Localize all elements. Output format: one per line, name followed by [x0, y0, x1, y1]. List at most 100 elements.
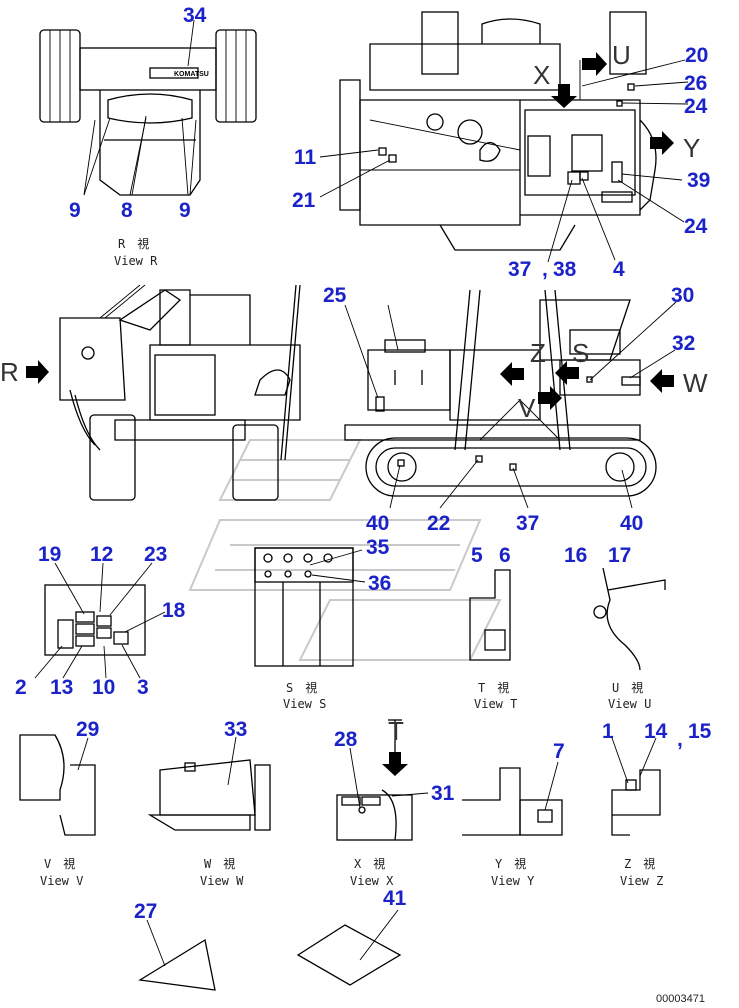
callout-24b: 24 — [684, 215, 708, 238]
caption-view-v: V 視 View V — [40, 856, 83, 888]
callout-40b: 40 — [620, 512, 643, 535]
callout-19: 19 — [38, 543, 61, 566]
callout-31: 31 — [431, 782, 455, 805]
label-41-drawing — [296, 924, 402, 986]
callout-13: 13 — [50, 676, 73, 699]
label-27-drawing — [138, 938, 216, 991]
caption-view-z-roman: View Z — [620, 874, 663, 888]
callout-17: 17 — [608, 544, 631, 567]
callout-11: 11 — [294, 146, 317, 169]
caption-view-u: U 視 View U — [608, 680, 651, 711]
callout-39: 39 — [687, 169, 710, 192]
callout-33: 33 — [224, 718, 247, 741]
callout-15: 15 — [688, 720, 712, 743]
separator-comma-2: , — [677, 728, 683, 751]
side-view-drawing — [59, 284, 301, 501]
caption-view-x-roman: View X — [350, 874, 394, 888]
callout-38: 38 — [553, 258, 577, 281]
view-letter-r: R — [0, 357, 19, 387]
caption-view-x-kanji: X 視 — [354, 856, 385, 871]
callout-18: 18 — [162, 599, 186, 622]
callout-8: 8 — [121, 199, 133, 222]
caption-view-s: S 視 View S — [283, 680, 326, 711]
callout-12: 12 — [90, 543, 113, 566]
view-letter-z: Z — [530, 338, 546, 368]
callout-6: 6 — [499, 544, 511, 567]
callout-3: 3 — [137, 676, 149, 699]
callout-1: 1 — [602, 720, 614, 743]
callout-35: 35 — [366, 536, 390, 559]
callout-40: 40 — [366, 512, 389, 535]
view-letter-x: X — [533, 60, 550, 90]
caption-view-w-kanji: W 視 — [204, 856, 235, 871]
caption-view-x: X 視 View X — [350, 856, 394, 888]
caption-view-u-kanji: U 視 — [612, 680, 643, 695]
caption-view-v-roman: View V — [40, 874, 83, 888]
caption-view-t-kanji: T 視 — [478, 680, 509, 695]
callout-37: 37 — [508, 258, 531, 281]
callout-22: 22 — [427, 512, 450, 535]
callout-30: 30 — [671, 284, 694, 307]
callout-25: 25 — [323, 284, 347, 307]
callout-32: 32 — [672, 332, 695, 355]
callout-28: 28 — [334, 728, 358, 751]
view-x-drawing — [336, 719, 413, 841]
callout-20: 20 — [685, 44, 708, 67]
view-letter-t: T — [388, 716, 404, 746]
view-t-drawing — [469, 569, 511, 661]
callout-26: 26 — [684, 72, 707, 95]
callout-7: 7 — [553, 740, 565, 763]
drawing-code: 00003471 — [656, 993, 705, 1005]
view-u-drawing — [593, 567, 666, 671]
view-v-drawing — [19, 734, 96, 836]
caption-view-s-roman: View S — [283, 697, 326, 711]
watermark-logo — [188, 439, 502, 661]
view-y-drawing — [462, 767, 563, 836]
komatsu-logo-text: KOMATSU — [174, 71, 209, 78]
view-w-drawing — [147, 759, 271, 831]
caption-view-s-kanji: S 視 — [286, 680, 317, 695]
callout-27: 27 — [134, 900, 157, 923]
caption-view-w: W 視 View W — [200, 856, 244, 888]
caption-view-r-kanji: R 視 — [118, 236, 149, 251]
callout-9: 9 — [69, 199, 81, 222]
callout-36: 36 — [368, 572, 391, 595]
callout-5: 5 — [471, 544, 483, 567]
callout-24: 24 — [684, 95, 708, 118]
leader-lines — [34, 59, 689, 967]
view-letter-y: Y — [683, 133, 700, 163]
caption-view-z: Z 視 View Z — [620, 856, 663, 888]
view-s-drawing — [254, 547, 354, 667]
callout-2: 2 — [15, 676, 27, 699]
callout-23: 23 — [144, 543, 167, 566]
caption-view-z-kanji: Z 視 — [624, 856, 655, 871]
view-r-drawing — [39, 29, 257, 196]
view-letter-u: U — [612, 40, 631, 70]
top-machine-drawing — [339, 11, 657, 251]
view-3-group — [44, 584, 146, 656]
callout-41: 41 — [383, 887, 407, 910]
callout-29: 29 — [76, 718, 99, 741]
dozer-drawing — [344, 289, 657, 497]
caption-view-w-roman: View W — [200, 874, 244, 888]
view-letter-s: S — [572, 338, 589, 368]
caption-view-y-roman: View Y — [491, 874, 535, 888]
caption-view-r-roman: View R — [114, 254, 158, 268]
caption-view-v-kanji: V 視 — [44, 856, 75, 871]
callout-10: 10 — [92, 676, 115, 699]
callout-34: 34 — [183, 4, 207, 27]
callout-16: 16 — [564, 544, 587, 567]
caption-view-t-roman: View T — [474, 697, 517, 711]
caption-view-u-roman: View U — [608, 697, 651, 711]
callout-4: 4 — [613, 258, 625, 281]
callout-9b: 9 — [179, 199, 191, 222]
view-z-drawing — [611, 769, 661, 836]
separator-comma-1: , — [542, 258, 548, 281]
caption-view-y-kanji: Y 視 — [495, 856, 526, 871]
callout-37b: 37 — [516, 512, 539, 535]
callout-14: 14 — [644, 720, 668, 743]
caption-view-r: R 視 View R — [114, 236, 158, 268]
callout-21: 21 — [292, 189, 316, 212]
view-letter-w: W — [683, 368, 708, 398]
